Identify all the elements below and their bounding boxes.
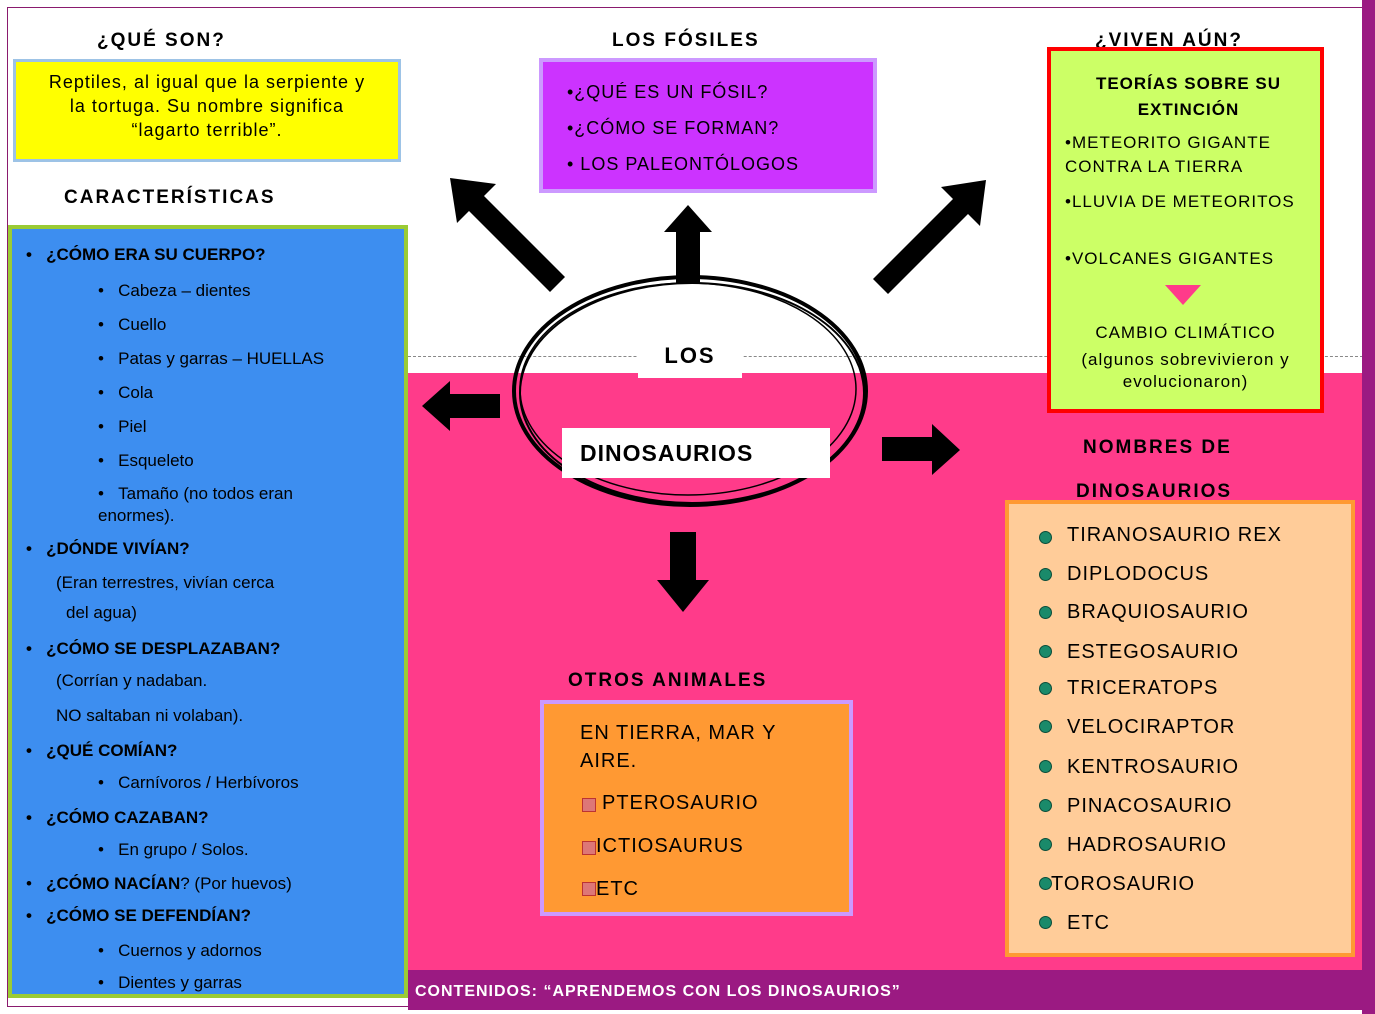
otros-item: ICTIOSAURUS xyxy=(596,835,744,857)
extinction-box: TEORÍAS SOBRE SU EXTINCIÓN •METEORITO GI… xyxy=(1047,47,1324,413)
right-border-bar xyxy=(1362,0,1375,1014)
definition-box: Reptiles, al igual que la serpiente y la… xyxy=(13,59,401,162)
body-item: • Cuello xyxy=(98,315,167,334)
question-2: • ¿DÓNDE VIVÍAN? xyxy=(26,539,190,558)
sphere-bullet-icon xyxy=(1039,760,1052,773)
flower-bullet-icon xyxy=(582,798,596,812)
divider-line xyxy=(408,356,1363,357)
answer-text: • Dientes y garras xyxy=(98,973,242,992)
question-3: • ¿CÓMO SE DESPLAZABAN? xyxy=(26,639,281,658)
sphere-bullet-icon xyxy=(1039,877,1052,890)
dino-name: TIRANOSAURIO REX xyxy=(1067,524,1282,546)
question-7: • ¿CÓMO SE DEFENDÍAN? xyxy=(26,906,252,925)
extinction-title: TEORÍAS SOBRE SU EXTINCIÓN xyxy=(1095,74,1282,119)
fosil-item: •¿CÓMO SE FORMAN? xyxy=(567,118,780,138)
fosil-item: • LOS PALEONTÓLOGOS xyxy=(567,154,800,174)
footer-bar xyxy=(408,970,1363,1010)
answer-text: (Eran terrestres, vivían cerca xyxy=(56,573,275,592)
heading-caracteristicas: CARACTERÍSTICAS xyxy=(64,187,276,208)
body-item: • Patas y garras – HUELLAS xyxy=(98,349,325,368)
flower-bullet-icon xyxy=(582,882,596,896)
arrow-right-icon xyxy=(882,424,960,475)
answer-text: • Carnívoros / Herbívoros xyxy=(98,773,299,792)
dino-name: KENTROSAURIO xyxy=(1067,756,1240,778)
otros-intro: EN TIERRA, MAR Y xyxy=(580,722,777,744)
fosil-item: •¿QUÉ ES UN FÓSIL? xyxy=(567,82,769,102)
heading-nombres-line1: NOMBRES DE xyxy=(1083,437,1232,458)
answer-text: (Corrían y nadaban. xyxy=(56,671,208,690)
question-6: • ¿CÓMO NACÍAN? (Por huevos) xyxy=(26,874,292,893)
dino-name: TOROSAURIO xyxy=(1051,873,1196,895)
sphere-bullet-icon xyxy=(1039,720,1052,733)
heading-que-son: ¿QUÉ SON? xyxy=(97,30,226,51)
arrow-up-right-icon xyxy=(873,180,986,294)
sphere-bullet-icon xyxy=(1039,645,1052,658)
center-title-line1: LOS xyxy=(638,334,742,378)
arrow-down-icon xyxy=(657,532,709,612)
dino-name: DIPLODOCUS xyxy=(1067,563,1210,585)
heading-fosiles: LOS FÓSILES xyxy=(612,30,760,51)
sphere-bullet-icon xyxy=(1039,568,1052,581)
down-arrow-icon xyxy=(1165,285,1201,305)
extinction-note: (algunos sobrevivieron y evolucionaron) xyxy=(1081,350,1290,391)
fosiles-box: •¿QUÉ ES UN FÓSIL? •¿CÓMO SE FORMAN? • L… xyxy=(539,58,877,193)
question-4: • ¿QUÉ COMÍAN? xyxy=(26,741,178,760)
extinction-item: •VOLCANES GIGANTES xyxy=(1065,249,1275,268)
dino-name: TRICERATOPS xyxy=(1067,677,1219,699)
sphere-bullet-icon xyxy=(1039,682,1052,695)
body-item: • Esqueleto xyxy=(98,451,194,470)
caracteristicas-box: • ¿CÓMO ERA SU CUERPO? • Cabeza – diente… xyxy=(8,225,408,998)
extinction-item: •METEORITO GIGANTE CONTRA LA TIERRA xyxy=(1065,133,1271,176)
body-item: • Piel xyxy=(98,417,147,436)
heading-viven: ¿VIVEN AÚN? xyxy=(1095,30,1243,51)
dino-name: VELOCIRAPTOR xyxy=(1067,716,1236,738)
nombres-box: TIRANOSAURIO REX DIPLODOCUS BRAQUIOSAURI… xyxy=(1005,500,1355,957)
heading-otros: OTROS ANIMALES xyxy=(568,670,768,691)
sphere-bullet-icon xyxy=(1039,531,1052,544)
sphere-bullet-icon xyxy=(1039,606,1052,619)
dino-name: ESTEGOSAURIO xyxy=(1067,641,1240,663)
sphere-bullet-icon xyxy=(1039,838,1052,851)
dino-name: PINACOSAURIO xyxy=(1067,795,1233,817)
body-item: • Cola xyxy=(98,383,154,402)
definition-text: Reptiles, al igual que la serpiente y la… xyxy=(48,72,366,140)
question-5: • ¿CÓMO CAZABAN? xyxy=(26,808,209,827)
dino-name: ETC xyxy=(1067,912,1110,934)
center-diagram xyxy=(422,178,986,612)
extinction-conclusion: CAMBIO CLIMÁTICO xyxy=(1095,323,1276,342)
flower-bullet-icon xyxy=(582,841,596,855)
body-item: • Cabeza – dientes xyxy=(98,281,251,300)
dino-name: BRAQUIOSAURIO xyxy=(1067,601,1249,623)
heading-nombres-line2: DINOSAURIOS xyxy=(1076,481,1233,502)
center-title-line2: DINOSAURIOS xyxy=(562,428,830,478)
body-item: • Tamaño (no todos eran xyxy=(98,484,293,503)
otros-box: EN TIERRA, MAR Y AIRE. PTEROSAURIO ICTIO… xyxy=(540,700,853,916)
body-item: enormes). xyxy=(98,506,175,525)
answer-text: • Cuernos y adornos xyxy=(98,941,262,960)
sphere-bullet-icon xyxy=(1039,916,1052,929)
arrow-up-left-icon xyxy=(450,178,565,292)
sphere-bullet-icon xyxy=(1039,799,1052,812)
footer-title: CONTENIDOS: “APRENDEMOS CON LOS DINOSAUR… xyxy=(415,983,901,1000)
extinction-item: •LLUVIA DE METEORITOS xyxy=(1065,192,1295,211)
answer-text: NO saltaban ni volaban). xyxy=(56,706,244,725)
otros-item: PTEROSAURIO xyxy=(602,792,759,814)
answer-text: del agua) xyxy=(66,603,137,622)
question-1: • ¿CÓMO ERA SU CUERPO? xyxy=(26,245,266,264)
arrow-left-icon xyxy=(422,381,500,431)
arrow-up-icon xyxy=(664,205,712,284)
answer-text: • En grupo / Solos. xyxy=(98,840,249,859)
otros-item: ETC xyxy=(596,878,639,900)
dino-name: HADROSAURIO xyxy=(1067,834,1227,856)
otros-intro: AIRE. xyxy=(580,750,638,772)
